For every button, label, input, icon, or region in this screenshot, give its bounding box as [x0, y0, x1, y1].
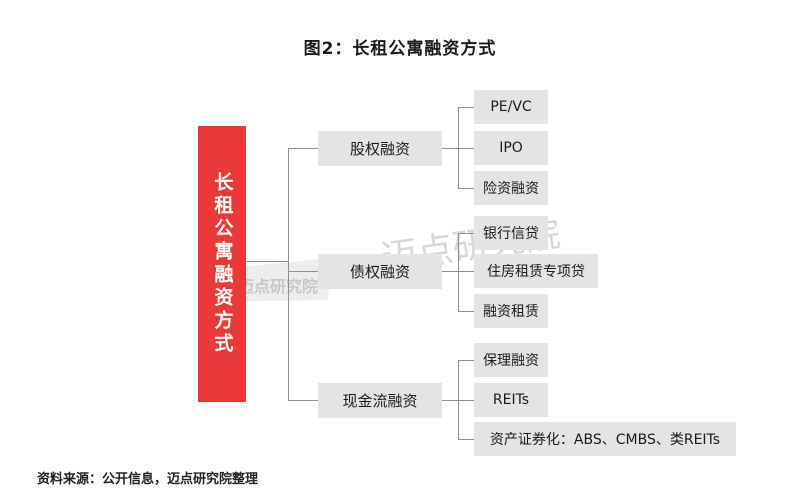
category-cashflow: 现金流融资	[318, 383, 442, 418]
item-label: 保理融资	[483, 353, 539, 369]
connector	[458, 188, 474, 189]
connector	[458, 311, 474, 312]
category-debt: 债权融资	[318, 254, 442, 289]
connector	[458, 360, 474, 361]
item-label: 住房租赁专项贷	[487, 264, 585, 280]
item-label: IPO	[499, 140, 523, 156]
item-securitization: 资产证券化：ABS、CMBS、类REITs	[474, 422, 736, 456]
branch-line-debt	[288, 271, 318, 272]
category-label: 股权融资	[349, 140, 410, 158]
source-note: 资料来源：公开信息，迈点研究院整理	[37, 472, 259, 487]
connector	[458, 271, 474, 272]
connector	[442, 400, 458, 401]
item-label: 银行信贷	[483, 226, 539, 242]
item-reits: REITs	[474, 383, 548, 417]
branch-line-equity	[288, 148, 318, 149]
watermark-small: 迈点研究院	[238, 277, 318, 296]
item-ipo: IPO	[474, 131, 548, 165]
item-housing-rental-loan: 住房租赁专项贷	[474, 254, 598, 288]
item-label: PE/VC	[490, 99, 532, 115]
connector	[458, 360, 459, 439]
root-label: 长租公寓融资方式	[211, 172, 234, 356]
item-bank-credit: 银行信贷	[474, 216, 548, 250]
connector	[442, 148, 458, 149]
connector	[458, 107, 474, 108]
diagram-title: 图2：长租公寓融资方式	[303, 39, 497, 59]
connector	[458, 233, 474, 234]
connector	[458, 439, 474, 440]
category-label: 现金流融资	[342, 392, 418, 410]
connector	[458, 233, 459, 311]
connector	[458, 148, 474, 149]
item-label: REITs	[492, 392, 530, 408]
item-insurance-funds: 险资融资	[474, 171, 548, 205]
item-pe-vc: PE/VC	[474, 90, 548, 124]
item-label: 资产证券化：ABS、CMBS、类REITs	[489, 432, 721, 448]
category-label: 债权融资	[349, 263, 410, 281]
item-label: 融资租赁	[483, 304, 539, 320]
connector	[442, 271, 458, 272]
item-financial-leasing: 融资租赁	[474, 294, 548, 328]
connector	[458, 107, 459, 188]
root-connector	[246, 261, 288, 262]
branch-line-cashflow	[288, 400, 318, 401]
connector	[458, 400, 474, 401]
item-label: 险资融资	[483, 181, 539, 197]
item-factoring: 保理融资	[474, 343, 548, 377]
trunk-line	[288, 148, 289, 400]
category-equity: 股权融资	[318, 131, 442, 166]
root-node: 长租公寓融资方式	[198, 126, 246, 402]
